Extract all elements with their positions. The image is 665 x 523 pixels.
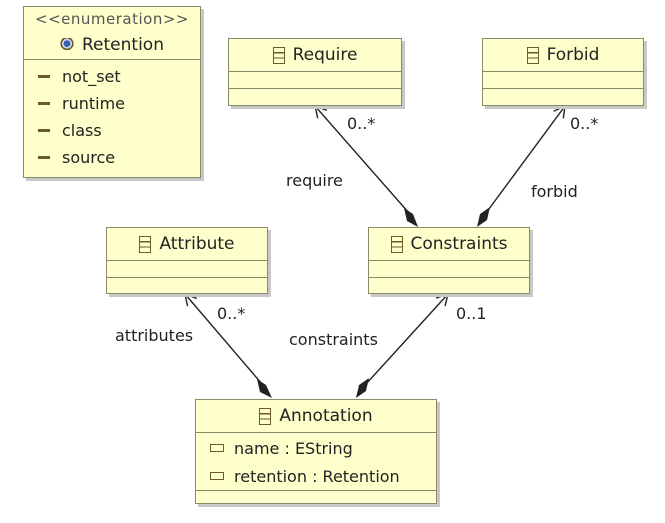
require-reference-line (314, 104, 410, 214)
operations-compartment (369, 278, 529, 293)
attributes-role-label: attributes (115, 326, 194, 345)
class-header: Require (229, 39, 401, 72)
attribute-class[interactable]: Attribute (106, 227, 268, 294)
class-icon (390, 235, 403, 253)
require-class[interactable]: Require (228, 38, 402, 106)
enum-icon (60, 38, 74, 52)
require-multiplicity: 0..* (347, 114, 376, 133)
enumeration-name: Retention (82, 35, 164, 55)
attributes-multiplicity: 0..* (217, 304, 246, 323)
class-header: Attribute (107, 228, 267, 261)
constraints-composition-diamond (356, 378, 369, 398)
literal-icon (38, 156, 50, 159)
attributes-compartment (483, 72, 643, 89)
attributes-reference-line (184, 292, 263, 385)
constraints-role-label: constraints (289, 330, 378, 349)
operations-compartment (483, 89, 643, 105)
class-icon (139, 235, 152, 253)
forbid-class[interactable]: Forbid (482, 38, 644, 106)
attribute-icon (210, 444, 224, 452)
attributes-compartment: name : EString retention : Retention (196, 433, 436, 491)
class-attribute[interactable]: retention : Retention (196, 462, 436, 490)
forbid-role-label: forbid (531, 182, 578, 201)
attributes-compartment (369, 261, 529, 278)
class-name: Require (292, 45, 358, 65)
constraints-class[interactable]: Constraints (368, 227, 530, 294)
annotation-class[interactable]: Annotation name : EString retention : Re… (195, 399, 437, 504)
constraints-reference-line (365, 292, 449, 385)
class-name: Forbid (546, 45, 600, 65)
require-role-label: require (286, 171, 343, 190)
class-name: Annotation (279, 406, 373, 426)
retention-enumeration[interactable]: <<enumeration>> Retention not_set runtim… (23, 6, 201, 178)
class-name: Constraints (410, 234, 508, 254)
attributes-compartment (107, 261, 267, 278)
literal-icon (38, 75, 50, 78)
class-icon (272, 46, 285, 64)
constraints-multiplicity: 0..1 (456, 304, 487, 323)
enumeration-header: Retention (24, 31, 200, 60)
literal-icon (38, 102, 50, 105)
enumeration-stereotype: <<enumeration>> (35, 10, 189, 28)
class-header: Forbid (483, 39, 643, 72)
attributes-composition-diamond (257, 379, 272, 398)
operations-compartment (107, 278, 267, 293)
class-header: Annotation (196, 400, 436, 433)
enumeration-literals: not_set runtime class source (24, 60, 200, 171)
class-header: Constraints (369, 228, 529, 261)
class-name: Attribute (159, 234, 235, 254)
class-icon (259, 407, 272, 425)
enum-literal[interactable]: runtime (24, 90, 200, 117)
require-composition-diamond (404, 208, 418, 227)
enum-literal[interactable]: class (24, 117, 200, 144)
class-icon (526, 46, 539, 64)
enum-literal[interactable]: source (24, 144, 200, 171)
operations-compartment (229, 89, 401, 105)
forbid-reference-line (485, 104, 566, 214)
enum-literal[interactable]: not_set (24, 63, 200, 90)
attribute-icon (210, 472, 224, 480)
attributes-compartment (229, 72, 401, 89)
literal-icon (38, 129, 50, 132)
forbid-composition-diamond (477, 207, 490, 227)
operations-compartment (196, 491, 436, 505)
class-attribute[interactable]: name : EString (196, 434, 436, 462)
forbid-multiplicity: 0..* (570, 114, 599, 133)
